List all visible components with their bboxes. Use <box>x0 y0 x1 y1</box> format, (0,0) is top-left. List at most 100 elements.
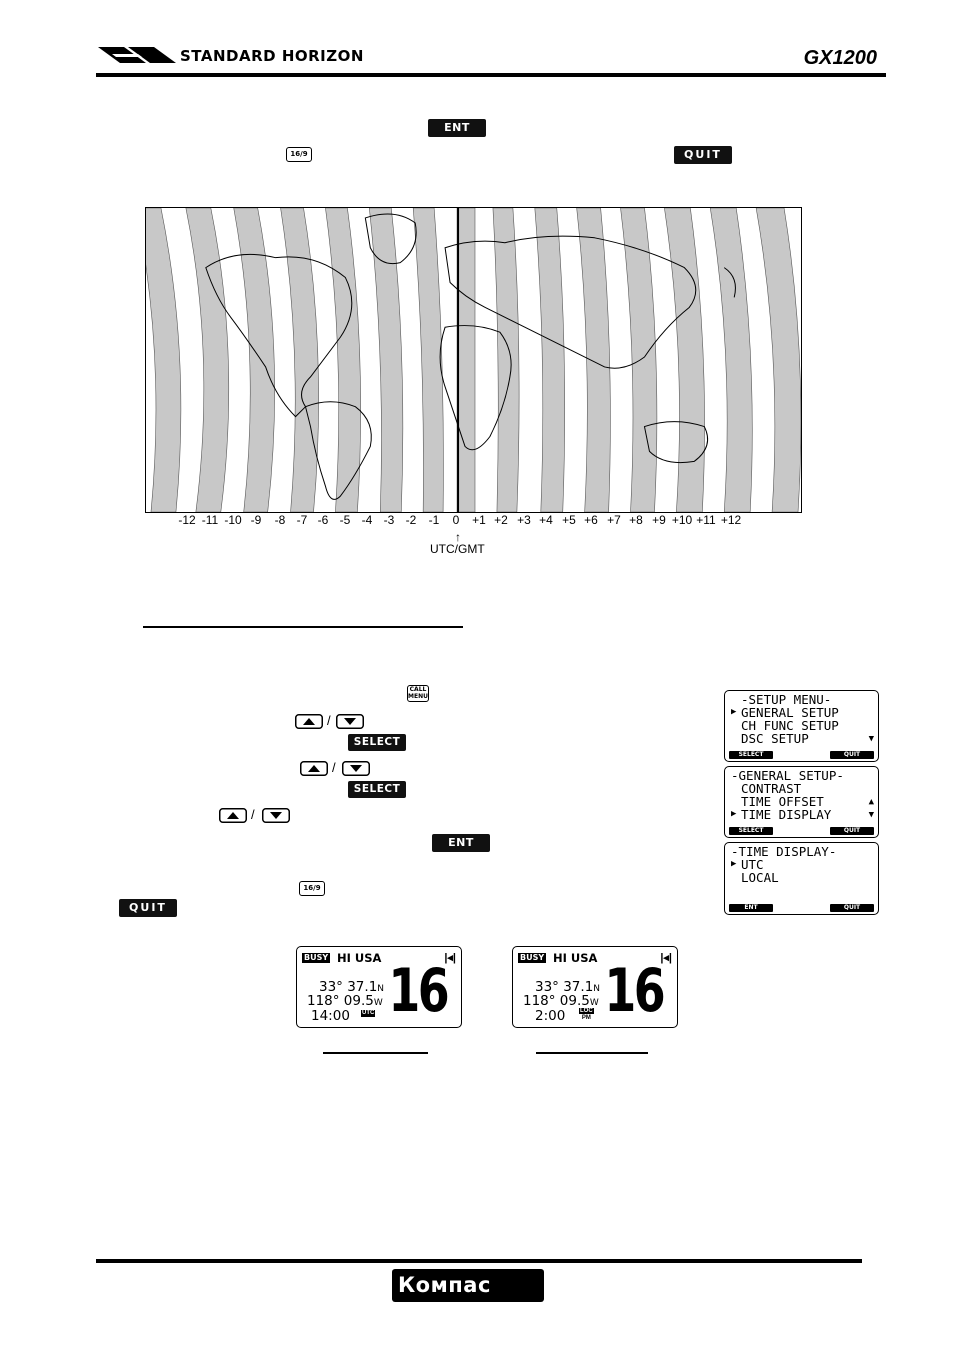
zone-label: +9 <box>652 513 666 527</box>
quit-key: QUIT <box>119 899 177 917</box>
down-key-icon <box>262 808 290 823</box>
lcd-title: -TIME DISPLAY- <box>731 844 837 859</box>
up-key-icon <box>295 714 323 729</box>
antenna-icon: |◂| <box>444 952 456 964</box>
latitude: 33° 37.1N <box>535 979 601 995</box>
lcd-menu-item: ▶GENERAL SETUP <box>731 705 839 720</box>
zone-label: +12 <box>720 513 742 527</box>
time-readout: 2:00 <box>535 1008 566 1024</box>
section-heading-rule <box>143 626 463 628</box>
footer-rule <box>96 1259 862 1263</box>
ent-key: ENT <box>428 119 486 137</box>
lcd-time-display: -TIME DISPLAY- ▶UTC LOCAL ENT QUIT <box>724 842 879 915</box>
longitude: 118° 09.5W <box>307 993 383 1009</box>
busy-badge: BUSY <box>302 953 331 963</box>
quit-key: QUIT <box>674 146 732 164</box>
softkey-quit: QUIT <box>830 827 874 835</box>
antenna-icon: |◂| <box>660 952 672 964</box>
timezone-badge: UTC <box>361 1010 376 1017</box>
zone-label: -8 <box>274 513 286 527</box>
model-name: GX1200 <box>803 47 877 69</box>
zone-label: +6 <box>584 513 598 527</box>
slash: / <box>327 713 331 728</box>
zone-label: +5 <box>562 513 576 527</box>
lcd-softkeys: SELECT QUIT <box>729 827 874 835</box>
ch16-key-icon: 16/9 <box>299 881 325 896</box>
zone-label: -6 <box>317 513 329 527</box>
pointer-icon: ▶ <box>731 859 737 869</box>
zone-label: +2 <box>494 513 508 527</box>
brand-logo-icon <box>98 47 176 63</box>
zone-label: +1 <box>472 513 486 527</box>
zone-label: +7 <box>607 513 621 527</box>
lcd-title: -SETUP MENU- <box>741 692 832 707</box>
up-key-icon <box>219 808 247 823</box>
up-key-icon <box>300 761 328 776</box>
time-zone-map <box>145 207 802 513</box>
select-key: SELECT <box>348 781 406 798</box>
lcd-menu-item: ▶▼TIME DISPLAY <box>731 807 874 822</box>
longitude: 118° 09.5W <box>523 993 599 1009</box>
down-key-icon <box>342 761 370 776</box>
brand-name: STANDARD HORIZON <box>180 47 364 65</box>
zone-label: +4 <box>539 513 553 527</box>
lcd-title: -GENERAL SETUP- <box>731 768 844 783</box>
lcd-menu-item: ▼DSC SETUP <box>741 731 874 746</box>
caption-rule <box>323 1052 428 1054</box>
ent-key: ENT <box>432 834 490 852</box>
utc-arrow-icon: ↑ <box>455 530 461 544</box>
channel-number: 16 <box>388 956 449 1026</box>
time-readout: 14:00 <box>311 1008 350 1024</box>
busy-badge: BUSY <box>518 953 547 963</box>
softkey-quit: QUIT <box>830 904 874 912</box>
lcd-general-setup: -GENERAL SETUP- CONTRAST ▲TIME OFFSET ▶ ▼… <box>724 766 879 838</box>
lcd-menu-item: CONTRAST <box>741 781 802 796</box>
zone-label: -4 <box>361 513 373 527</box>
zone-label: +3 <box>517 513 531 527</box>
lcd-setup-menu: -SETUP MENU- ▶GENERAL SETUP CH FUNC SETU… <box>724 690 879 762</box>
footer-logo: Компас <box>392 1269 544 1302</box>
radio-display-utc: BUSY HI USA |◂| 33° 37.1N 118° 09.5W 14:… <box>296 946 462 1028</box>
softkey-ent: ENT <box>729 904 773 912</box>
zone-label: -10 <box>224 513 242 527</box>
time-zone-map-graphic <box>146 208 801 512</box>
softkey-quit: QUIT <box>830 751 874 759</box>
channel-number: 16 <box>604 956 665 1026</box>
radio-display-local: BUSY HI USA |◂| 33° 37.1N 118° 09.5W 2:0… <box>512 946 678 1028</box>
zone-label: -12 <box>178 513 196 527</box>
zone-label: +8 <box>629 513 643 527</box>
zone-label: -5 <box>339 513 351 527</box>
slash: / <box>332 760 336 775</box>
zone-label: -11 <box>201 513 219 527</box>
softkey-select: SELECT <box>729 751 773 759</box>
zone-label: -7 <box>296 513 308 527</box>
scroll-down-icon: ▼ <box>868 734 874 744</box>
softkey-select: SELECT <box>729 827 773 835</box>
zone-label: -9 <box>250 513 262 527</box>
latitude: 33° 37.1N <box>319 979 385 995</box>
zone-label: -2 <box>405 513 417 527</box>
select-key: SELECT <box>348 734 406 751</box>
lcd-menu-item: CH FUNC SETUP <box>741 718 839 733</box>
header-rule <box>96 73 886 77</box>
region-label: HI USA <box>337 951 382 965</box>
zone-label: +10 <box>671 513 693 527</box>
caption-rule <box>536 1052 648 1054</box>
zone-label: 0 <box>452 513 460 527</box>
scroll-up-icon: ▲ <box>868 797 874 807</box>
zone-labels: -12 -11 -10 -9 -8 -7 -6 -5 -4 -3 -2 -1 0… <box>170 513 770 531</box>
slash: / <box>251 807 255 822</box>
zone-label: -3 <box>383 513 395 527</box>
pointer-icon: ▶ <box>731 809 737 819</box>
zone-label: +11 <box>696 513 716 527</box>
down-key-icon <box>336 714 364 729</box>
scroll-down-icon: ▼ <box>868 810 874 820</box>
call-menu-key-icon: CALL MENU <box>407 685 429 702</box>
utc-label: UTC/GMT <box>430 542 485 556</box>
lcd-softkeys: ENT QUIT <box>729 904 874 912</box>
lcd-softkeys: SELECT QUIT <box>729 751 874 759</box>
lcd-menu-item: ▲TIME OFFSET <box>741 794 874 809</box>
lcd-menu-item: LOCAL <box>741 870 779 885</box>
lcd-menu-item: ▶UTC <box>731 857 764 872</box>
